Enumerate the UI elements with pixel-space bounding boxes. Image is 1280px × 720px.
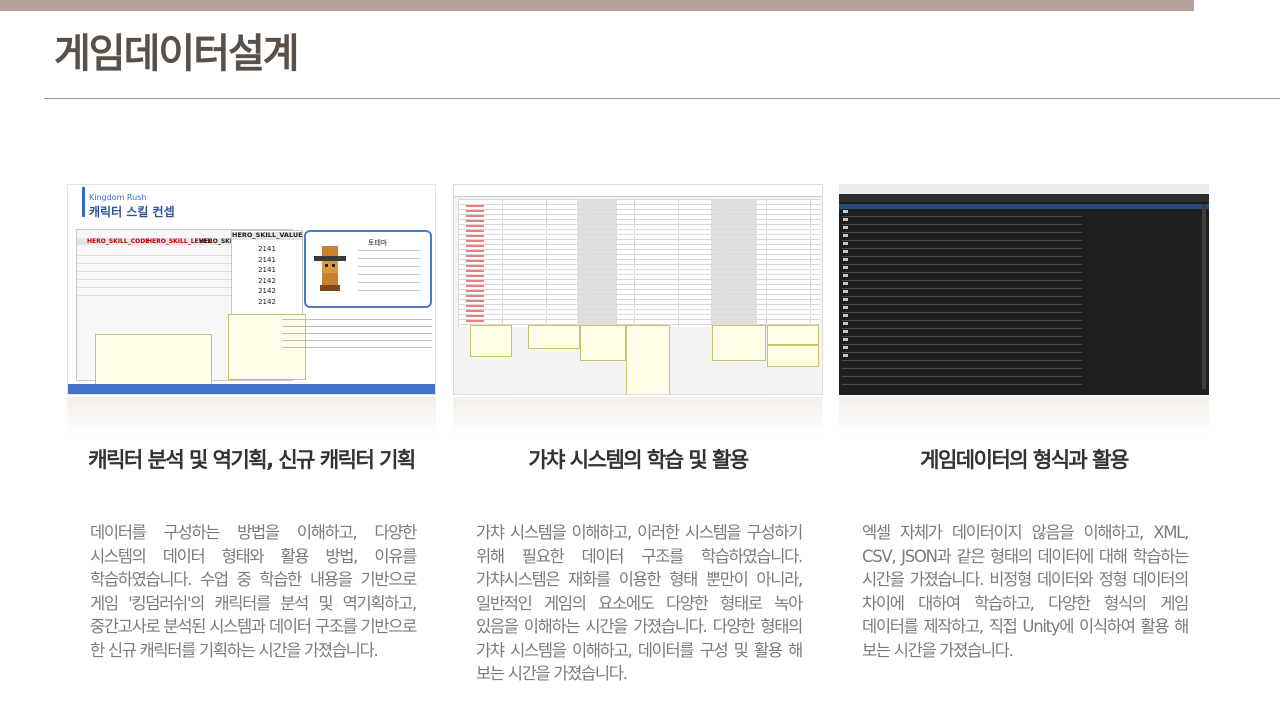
thumb-reflection — [839, 397, 1209, 437]
sheet-row — [77, 248, 292, 256]
skill-value-column: HERO_SKILL_VALUE 2141 2141 2141 2142 214… — [231, 230, 303, 317]
sheet-row — [77, 264, 292, 272]
thumb-reflection — [67, 397, 436, 437]
sheet-header — [77, 238, 292, 245]
slide-footer — [68, 384, 435, 394]
title-divider — [44, 98, 1280, 99]
sheet-row — [77, 256, 292, 264]
title-accent — [82, 187, 85, 217]
page-title: 게임데이터설계 — [54, 31, 300, 77]
code-lines — [842, 212, 1082, 392]
value-cell: 2141 — [258, 266, 276, 274]
card-heading: 게임데이터의 형식과 활용 — [920, 448, 1129, 472]
sheet-row — [77, 272, 292, 280]
sheet-toolbar — [454, 185, 822, 197]
card-heading: 캐릭터 분석 및 역기획, 신규 캐릭터 기획 — [88, 448, 416, 472]
kingdom-rush-sheet-thumbnail: Kingdom Rush 캐릭터 스킬 컨셉 HERO_SKILL_CODE H… — [67, 184, 436, 395]
card-heading: 가챠 시스템의 학습 및 활용 — [528, 448, 749, 472]
col-level: HERO_SKILL_LEVEL — [147, 238, 212, 245]
col-code: HERO_SKILL_CODE — [87, 238, 150, 245]
totem-card: 토테마 — [304, 230, 432, 308]
top-accent-bar — [0, 0, 1194, 11]
thumb-subtitle: Kingdom Rush — [89, 193, 147, 202]
gacha-spreadsheet-thumbnail — [453, 184, 823, 395]
col-type: HERO_SKILL_TYPE — [199, 238, 260, 245]
cell-note — [580, 325, 626, 361]
editor-tabbar — [839, 194, 1209, 202]
value-header: HERO_SKILL_VALUE — [232, 231, 303, 239]
editor-scrollbar — [1202, 204, 1206, 389]
cell-note — [767, 325, 819, 345]
totem-name: 토테마 — [368, 239, 388, 247]
card-body: 데이터를 구성하는 방법을 이해하고, 다양한 시스템의 데이터 형태와 활용 … — [90, 523, 417, 660]
cell-note — [626, 325, 670, 394]
value-cell: 2142 — [258, 287, 276, 295]
sheet-row — [77, 288, 292, 296]
cell-note — [528, 325, 580, 349]
sheet-grid — [458, 199, 820, 327]
value-cell: 2142 — [258, 297, 276, 306]
cell-note — [712, 325, 766, 361]
value-cell: 2141 — [258, 245, 276, 253]
card-body: 가챠 시스템을 이해하고, 이러한 시스템을 구성하기 위해 필요한 데이터 구… — [476, 523, 803, 683]
code-column — [466, 205, 484, 323]
editor-menubar — [839, 184, 1209, 194]
sheet-row — [77, 280, 292, 288]
thumb-reflection — [453, 397, 823, 437]
code-editor-thumbnail — [839, 184, 1209, 395]
thumb-title: 캐릭터 스킬 컨셉 — [89, 205, 175, 219]
cell-note — [767, 345, 819, 367]
value-cell: 2142 — [258, 276, 276, 285]
thumb-footnote — [282, 319, 432, 349]
highlight-column — [577, 199, 617, 327]
selected-line — [839, 204, 1209, 209]
highlight-column — [711, 199, 757, 327]
value-header-bg — [232, 232, 302, 240]
value-cell: 2141 — [258, 255, 276, 264]
card-body: 엑셀 자체가 데이터이지 않음을 이해하고, XML, CSV, JSON과 같… — [862, 523, 1189, 660]
cell-note — [470, 325, 512, 357]
totem-description — [358, 250, 420, 294]
totem-icon — [314, 246, 346, 291]
